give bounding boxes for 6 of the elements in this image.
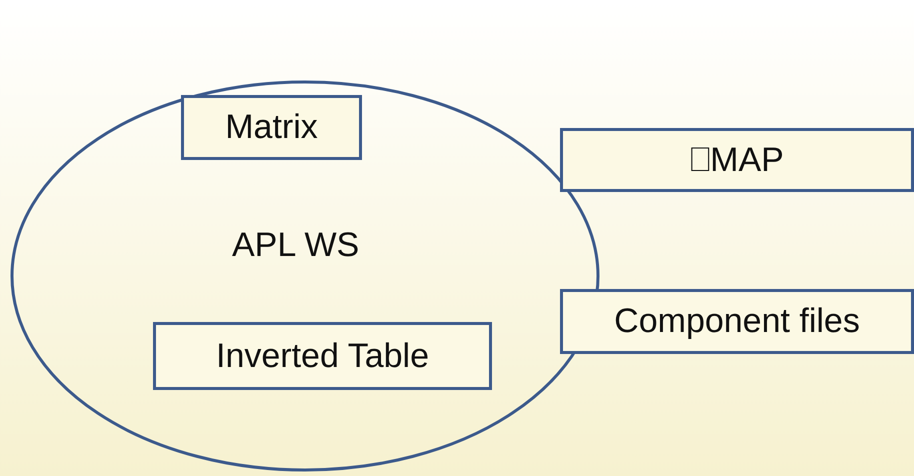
label-box: Matrix	[181, 95, 362, 160]
label-box: ⎕MAP	[560, 128, 914, 192]
label-box: Component files	[560, 289, 914, 354]
ellipse-region	[10, 80, 600, 472]
region-label: APL WS	[232, 226, 360, 265]
label-box: Inverted Table	[153, 322, 492, 390]
